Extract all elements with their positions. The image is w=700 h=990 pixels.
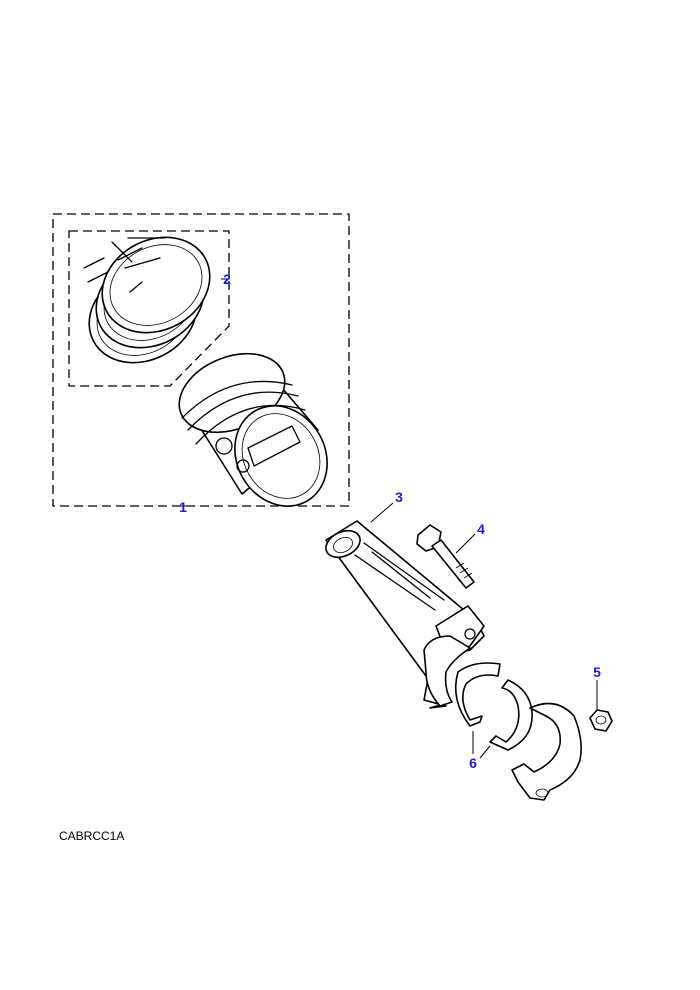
piston-rings bbox=[83, 236, 211, 364]
rod-cap bbox=[511, 702, 582, 801]
callout-6: 6 bbox=[469, 755, 477, 771]
piston-assembly-group-box bbox=[52, 213, 350, 507]
callout-2: 2 bbox=[223, 271, 231, 287]
piston bbox=[178, 352, 328, 507]
leader-3 bbox=[370, 502, 394, 523]
reference-code: CABRCC1A bbox=[59, 829, 124, 843]
bearing-shells bbox=[454, 662, 533, 751]
ring-set-group-box bbox=[68, 230, 230, 387]
callout-4: 4 bbox=[477, 521, 485, 537]
rod-bolt bbox=[416, 524, 475, 589]
leader-4 bbox=[455, 533, 476, 554]
callout-5: 5 bbox=[593, 664, 601, 680]
connecting-rod bbox=[325, 520, 485, 709]
callout-3: 3 bbox=[395, 489, 403, 505]
callout-1: 1 bbox=[179, 499, 187, 515]
leader-6b bbox=[479, 745, 491, 759]
rod-nut bbox=[589, 709, 613, 732]
